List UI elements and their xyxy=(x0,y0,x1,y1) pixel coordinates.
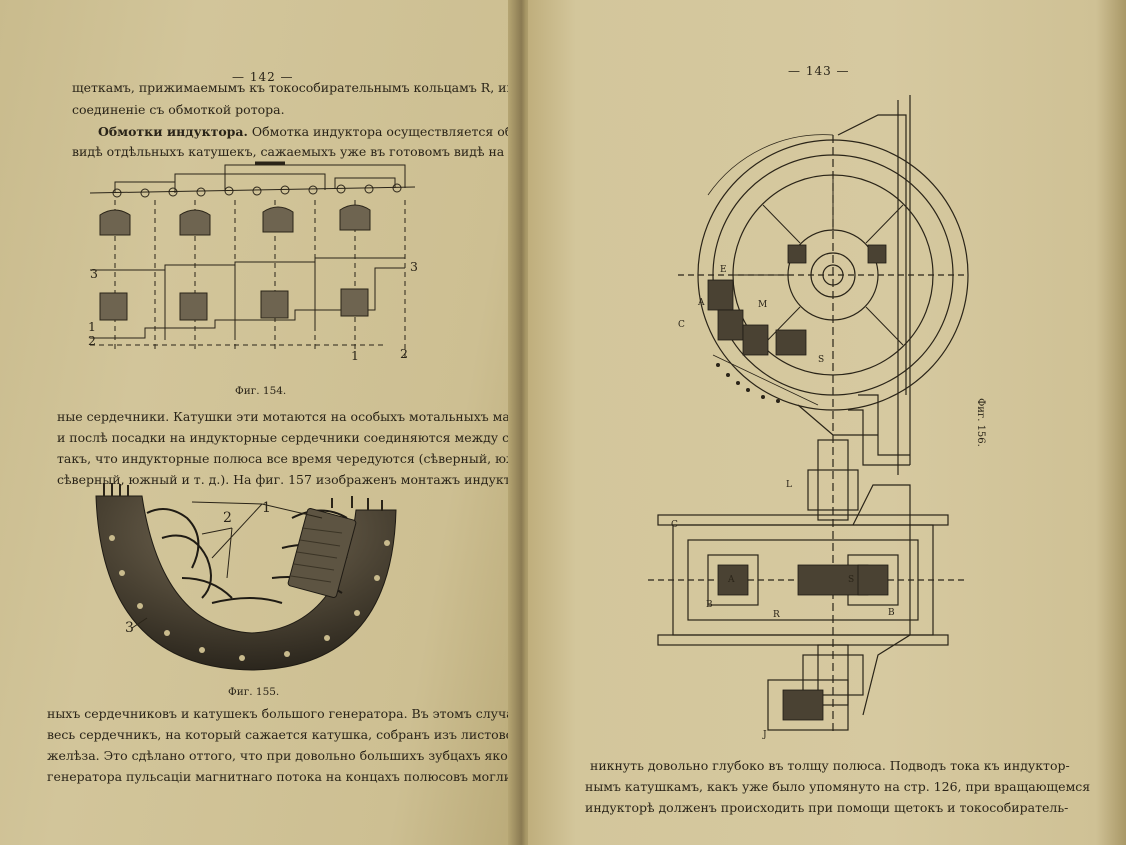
text-line: ные сердечники. Катушки эти мотаются на … xyxy=(57,409,561,424)
section-heading: Обмотки индуктора. xyxy=(98,124,248,139)
figure-154-diagram xyxy=(89,161,416,360)
fig154-label: 2 xyxy=(400,346,408,361)
fig156-label: A xyxy=(698,298,705,308)
page-number-right: — 143 — xyxy=(788,64,850,78)
fig154-label: 1 xyxy=(351,348,359,363)
fig154-label: 2 xyxy=(88,333,96,348)
fig156-label: M xyxy=(758,300,768,310)
fig154-label: 3 xyxy=(90,266,98,281)
fig156-label: J xyxy=(763,730,767,740)
left-page: — 142 — щеткамъ, прижимаемымъ къ токособ… xyxy=(0,0,604,845)
text-line: нымъ катушкамъ, какъ уже было упомянуто … xyxy=(585,779,1091,794)
figure-156-drawing xyxy=(648,95,969,735)
fig154-label: 3 xyxy=(410,259,418,274)
fig156-label: S xyxy=(818,355,825,365)
fig156-label: R xyxy=(773,610,780,620)
figure-155-illustration xyxy=(95,483,397,671)
figure-154-caption: Фиг. 154. xyxy=(235,385,287,397)
text-line: соединеніе съ обмоткой ротора. xyxy=(72,102,285,117)
text-line: весь сердечникъ, на который сажается кат… xyxy=(47,727,528,742)
text-line: индукторѣ долженъ происходить при помощи… xyxy=(585,800,1069,815)
fig156-label: B xyxy=(888,608,895,618)
figure-155-caption: Фиг. 155. xyxy=(228,686,280,698)
fig156-label: L xyxy=(786,480,792,490)
text-line: сѣверный, южный и т. д.). На фиг. 157 из… xyxy=(57,472,531,487)
fig155-label: 2 xyxy=(223,510,232,526)
text-line: желѣза. Это сдѣлано оттого, что при дово… xyxy=(47,748,524,763)
text-line: видѣ отдѣльныхъ катушекъ, сажаемыхъ уже … xyxy=(72,144,575,159)
page-number-left: — 142 — xyxy=(232,70,294,84)
figure-156-caption: Фиг. 156. xyxy=(975,398,986,447)
fig155-label: 1 xyxy=(262,500,271,516)
text-line: ныхъ сердечниковъ и катушекъ большого ге… xyxy=(47,706,522,721)
text-line: никнуть довольно глубоко въ толщу полюса… xyxy=(590,758,1070,773)
text-line: такъ, что индукторные полюса все время ч… xyxy=(57,451,549,466)
fig155-label: 3 xyxy=(125,620,134,636)
fig156-label: S xyxy=(848,575,855,585)
fig156-label: C xyxy=(671,520,678,530)
fig156-label: A xyxy=(728,575,735,585)
text-line: генератора пульсаціи магнитнаго потока н… xyxy=(47,769,566,784)
fig156-label: C xyxy=(678,320,685,330)
fig154-label: 1 xyxy=(88,319,96,334)
fig156-label: E xyxy=(720,265,727,275)
fig156-label: B xyxy=(706,600,713,610)
right-page: — 143 — xyxy=(528,0,1126,845)
text-line: и послѣ посадки на индукторные сердечник… xyxy=(57,430,543,445)
text-line: щеткамъ, прижимаемымъ къ токособирательн… xyxy=(72,80,573,95)
